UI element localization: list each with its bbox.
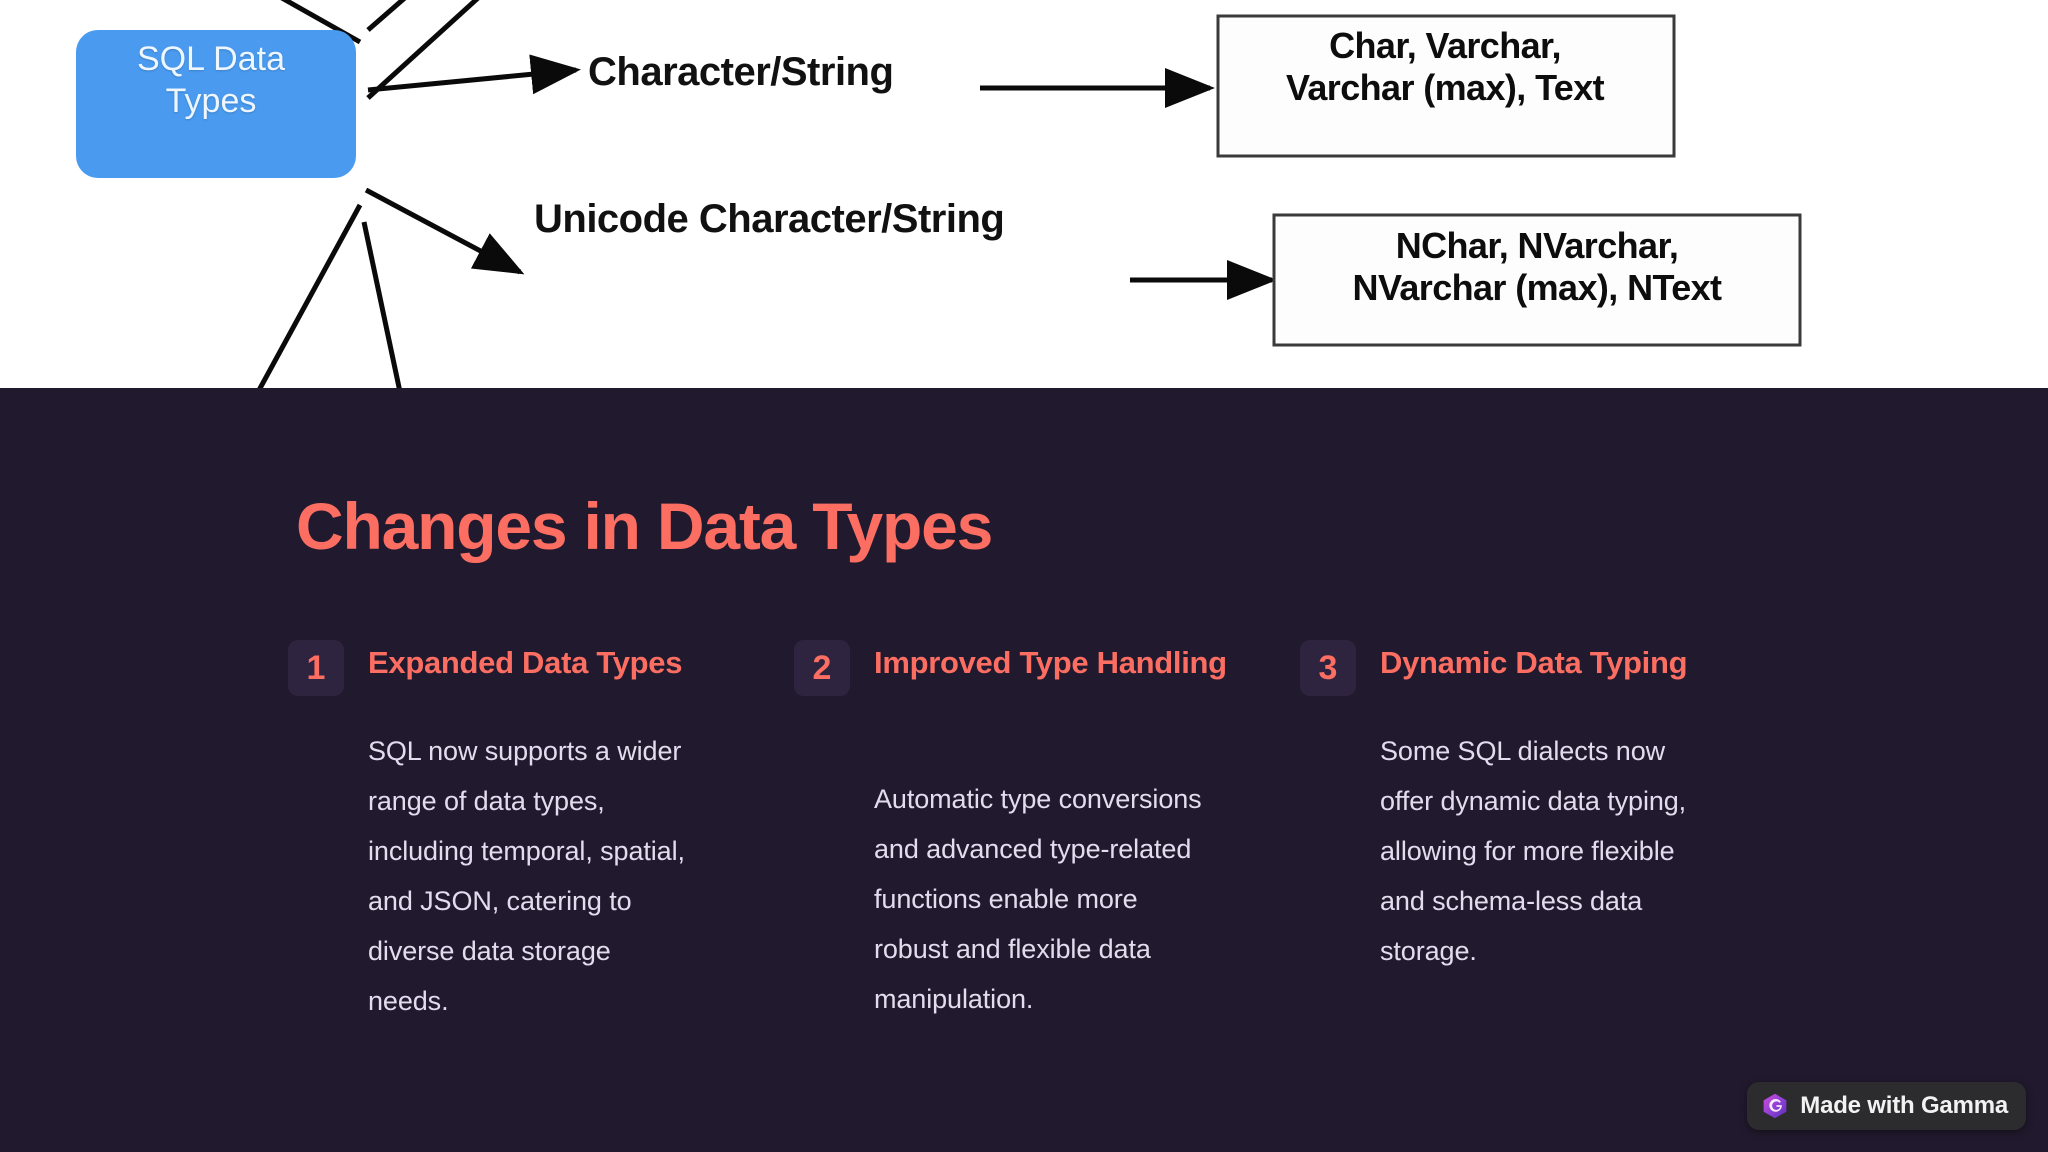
made-with-gamma-label: Made with Gamma [1800, 1092, 2008, 1119]
branch-label-character-string: Character/String [588, 50, 894, 94]
feature-card-2-title: Improved Type Handling [874, 645, 1227, 680]
feature-card-2-head: 2 Improved Type Handling [794, 638, 1300, 718]
feature-card-1-number-badge: 1 [288, 640, 344, 696]
feature-card-1-body: SQL now supports a wider range of data t… [368, 736, 685, 1016]
arrow-to-unicode-character-string [364, 187, 525, 275]
char-types-line1: Char, Varchar, [1329, 25, 1561, 66]
nchar-types-line1: NChar, NVarchar, [1395, 225, 1679, 266]
root-node-label-line2: Types [165, 82, 257, 120]
arrow-to-character-string [367, 54, 581, 95]
nchar-types-line2: NVarchar (max), NText [1352, 267, 1722, 308]
diagram-connector-lines [257, 0, 480, 388]
feature-card-2-body: Automatic type conversions and advanced … [874, 784, 1202, 1014]
feature-card-3-body-wrap: Some SQL dialects now offer dynamic data… [1300, 726, 1806, 1056]
gamma-hexagon-icon [1763, 1093, 1787, 1119]
sql-data-types-diagram: SQL Data Types Character/String Unicode … [0, 0, 2048, 388]
made-with-gamma-badge[interactable]: Made with Gamma [1747, 1082, 2026, 1130]
char-types-box [1216, 14, 1676, 158]
feature-card-1-body-wrap: SQL now supports a wider range of data t… [288, 726, 794, 1056]
slide-content-section: Changes in Data Types 1 Expanded Data Ty… [0, 388, 2048, 1152]
feature-card-3-title: Dynamic Data Typing [1380, 645, 1688, 680]
feature-card-3-head: 3 Dynamic Data Typing [1300, 638, 1806, 718]
nchar-types-box-text: NChar, NVarchar, NVarchar (max), NText [1282, 225, 1792, 309]
feature-card-1: 1 Expanded Data Types SQL now supports a… [288, 638, 794, 1098]
feature-card-2: 2 Improved Type Handling Automatic type … [794, 638, 1300, 1098]
char-types-line2: Varchar (max), Text [1285, 67, 1605, 108]
branch-label-unicode-character-string: Unicode Character/String [534, 197, 1005, 241]
feature-card-2-number-badge: 2 [794, 640, 850, 696]
feature-cards-row: 1 Expanded Data Types SQL now supports a… [288, 638, 1808, 1098]
root-node-box [76, 30, 356, 178]
feature-card-1-title: Expanded Data Types [368, 645, 683, 680]
diagram-vector-layer [76, 0, 1802, 388]
feature-card-3-body: Some SQL dialects now offer dynamic data… [1380, 736, 1687, 966]
nchar-types-box [1272, 213, 1802, 347]
char-types-box-text: Char, Varchar, Varchar (max), Text [1220, 25, 1670, 109]
feature-card-1-head: 1 Expanded Data Types [288, 638, 794, 718]
feature-card-3: 3 Dynamic Data Typing Some SQL dialects … [1300, 638, 1806, 1098]
feature-card-3-number-badge: 3 [1300, 640, 1356, 696]
root-node-label-line1: SQL Data [136, 40, 286, 78]
page-title: Changes in Data Types [296, 489, 993, 563]
root-node-label: SQL Data Types [76, 38, 346, 122]
feature-card-2-body-wrap: Automatic type conversions and advanced … [794, 774, 1300, 1104]
